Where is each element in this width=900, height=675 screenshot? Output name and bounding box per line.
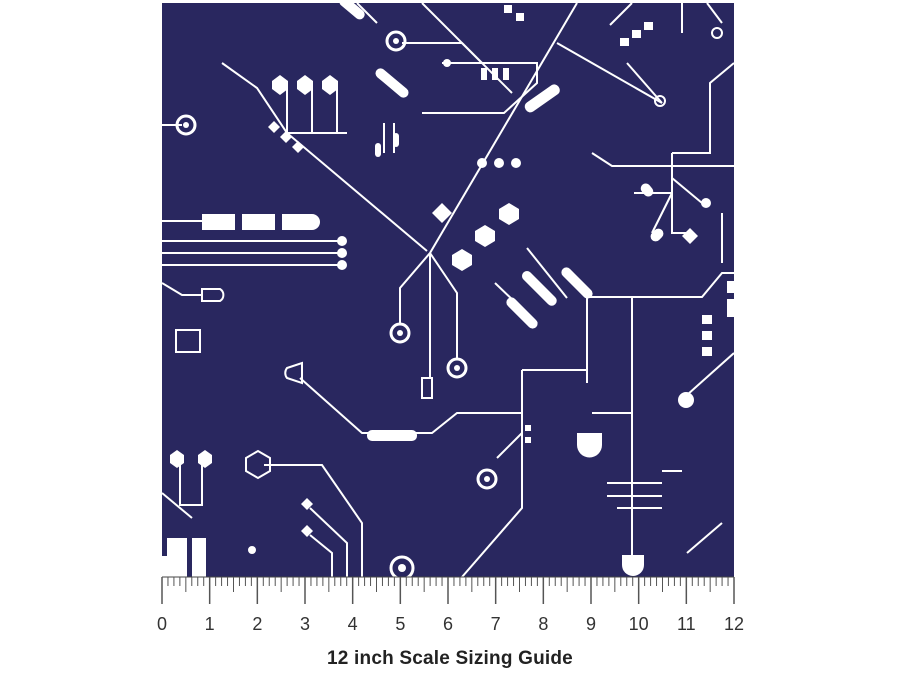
ruler-label: 12 [724,614,744,634]
ruler-label: 7 [491,614,501,634]
ruler-label: 8 [538,614,548,634]
ruler-label: 6 [443,614,453,634]
ruler-label: 11 [677,614,696,634]
ruler-ticks [161,576,735,604]
circuit-components [162,3,734,577]
circuit-board-pattern-swatch [162,3,734,577]
ruler-label: 9 [586,614,596,634]
ruler-label: 0 [157,614,167,634]
ruler-label: 1 [205,614,215,634]
scale-sizing-guide-caption: 12 inch Scale Sizing Guide [327,648,573,669]
ruler-label: 5 [395,614,405,634]
ruler-label: 10 [629,614,649,634]
swatch-background [162,3,734,577]
circuit-traces [162,3,734,577]
ruler-label: 2 [252,614,262,634]
ruler-label: 4 [348,614,358,634]
ruler-label: 3 [300,614,310,634]
